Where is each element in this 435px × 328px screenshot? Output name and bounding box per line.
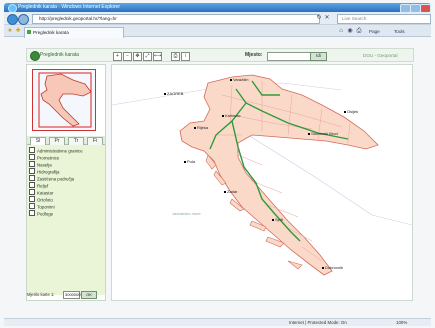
tab-favicon (27, 30, 31, 34)
add-favorites-icon[interactable]: ✚ (15, 28, 21, 34)
svg-text:Jadransko more: Jadransko more (172, 211, 201, 216)
list-item[interactable]: Podloge (29, 210, 53, 217)
print-icon[interactable]: ⎙ (356, 28, 362, 34)
list-item[interactable]: Zastićena područja (29, 175, 74, 182)
layer-checkbox[interactable] (29, 168, 35, 174)
full-extent-icon[interactable]: ⤢ (143, 52, 152, 61)
layer-checkbox[interactable] (29, 161, 35, 167)
logo-icon (30, 51, 40, 61)
feeds-icon[interactable]: ◉ (347, 28, 353, 34)
page-menu[interactable]: Page (369, 29, 380, 34)
croatia-map: Jadransko more (112, 74, 412, 276)
zoom-level[interactable]: 100% (396, 320, 408, 325)
layer-checkbox[interactable] (29, 154, 35, 160)
city-label: Zadar (224, 189, 237, 194)
city-label: Dubrovnik (322, 265, 343, 270)
forward-button[interactable] (18, 14, 29, 25)
city-label: Pula (184, 159, 195, 164)
list-item[interactable]: Toponimi (29, 203, 55, 210)
scale-input[interactable]: 3000000 (63, 291, 81, 299)
tab-current[interactable]: Preglednik karata (24, 27, 124, 38)
app-logo-text: Preglednik karata (40, 52, 79, 58)
city-label: Slavonski Brod (308, 131, 338, 136)
croatia-landmass (179, 74, 379, 276)
print-map-icon[interactable]: ⎙ (171, 52, 180, 61)
status-bar: Internet | Protected Mode: On 100% (4, 318, 431, 326)
brand-text: DGU - Geoportal (363, 53, 398, 58)
favorites-star-icon[interactable]: ★ (7, 28, 13, 34)
city-label: Split (272, 217, 283, 222)
app-toolbar: Preglednik karata + − ✥ ⤢ ⟷ ⎙ i Mjesto: … (26, 48, 414, 62)
layer-tabs: Sl Pr Tr Fi (27, 136, 105, 146)
list-item[interactable]: Reljef (29, 182, 48, 189)
layer-checkbox[interactable] (29, 182, 35, 188)
city-label: Varaždin (230, 77, 249, 82)
tools-menu[interactable]: Tools (394, 29, 405, 34)
layer-checkbox[interactable] (29, 203, 35, 209)
layer-list: Administrativne granice Prometnice Nasel… (27, 145, 105, 295)
scale-ok-button[interactable]: OK (81, 291, 97, 299)
stop-icon[interactable]: ✕ (324, 15, 330, 21)
info-icon[interactable]: i (181, 52, 190, 61)
city-label: Rijeka (194, 125, 208, 130)
city-label: ZAGREB (164, 91, 183, 96)
layer-checkbox[interactable] (29, 210, 35, 216)
home-icon[interactable]: ⌂ (339, 28, 343, 34)
city-label: Karlovac (222, 113, 241, 118)
window-title: Preglednik karata - Windows Internet Exp… (18, 4, 120, 10)
overview-map[interactable] (32, 69, 96, 131)
zoom-in-icon[interactable]: + (113, 52, 122, 61)
list-item[interactable]: Prometnice (29, 154, 59, 161)
list-item[interactable]: Ortofoto (29, 196, 53, 203)
place-search-label: Mjesto: (245, 52, 263, 58)
zoom-out-icon[interactable]: − (123, 52, 132, 61)
pan-icon[interactable]: ✥ (133, 52, 142, 61)
map-canvas[interactable]: Jadransko more ZAGREB Varaždin Osijek Ri… (111, 64, 413, 301)
layer-checkbox[interactable] (29, 175, 35, 181)
left-panel: Sl Pr Tr Fi Administrativne granice Prom… (26, 64, 106, 301)
address-bar: http://preglednik.geoportal.hr/?lang=hr … (4, 12, 431, 25)
scale-label: Mjerilo karte 1: (27, 292, 55, 297)
city-label: Osijek (344, 109, 358, 114)
list-item[interactable]: Naselja (29, 161, 52, 168)
place-search-input[interactable] (267, 52, 311, 61)
tab-title: Preglednik karata (33, 30, 69, 35)
refresh-icon[interactable]: ↻ (316, 15, 322, 21)
back-button[interactable] (7, 14, 18, 25)
tab-bar: ★ ✚ Preglednik karata ⌂ ◉ ⎙ Page Tools (4, 25, 431, 38)
go-button[interactable]: Idi (310, 52, 327, 61)
url-input[interactable]: http://preglednik.geoportal.hr/?lang=hr (32, 14, 320, 24)
layer-checkbox[interactable] (29, 196, 35, 202)
title-bar: Preglednik karata - Windows Internet Exp… (4, 3, 431, 13)
search-input[interactable]: Live Search (337, 14, 431, 24)
list-item[interactable]: Administrativne granice (29, 147, 83, 154)
status-zone: Internet | Protected Mode: On (289, 320, 347, 325)
list-item[interactable]: Katastar (29, 189, 53, 196)
overview-map-shape (38, 72, 92, 128)
layer-checkbox[interactable] (29, 189, 35, 195)
measure-icon[interactable]: ⟷ (153, 52, 162, 61)
layer-checkbox[interactable] (29, 147, 35, 153)
list-item[interactable]: Hidrografija (29, 168, 59, 175)
